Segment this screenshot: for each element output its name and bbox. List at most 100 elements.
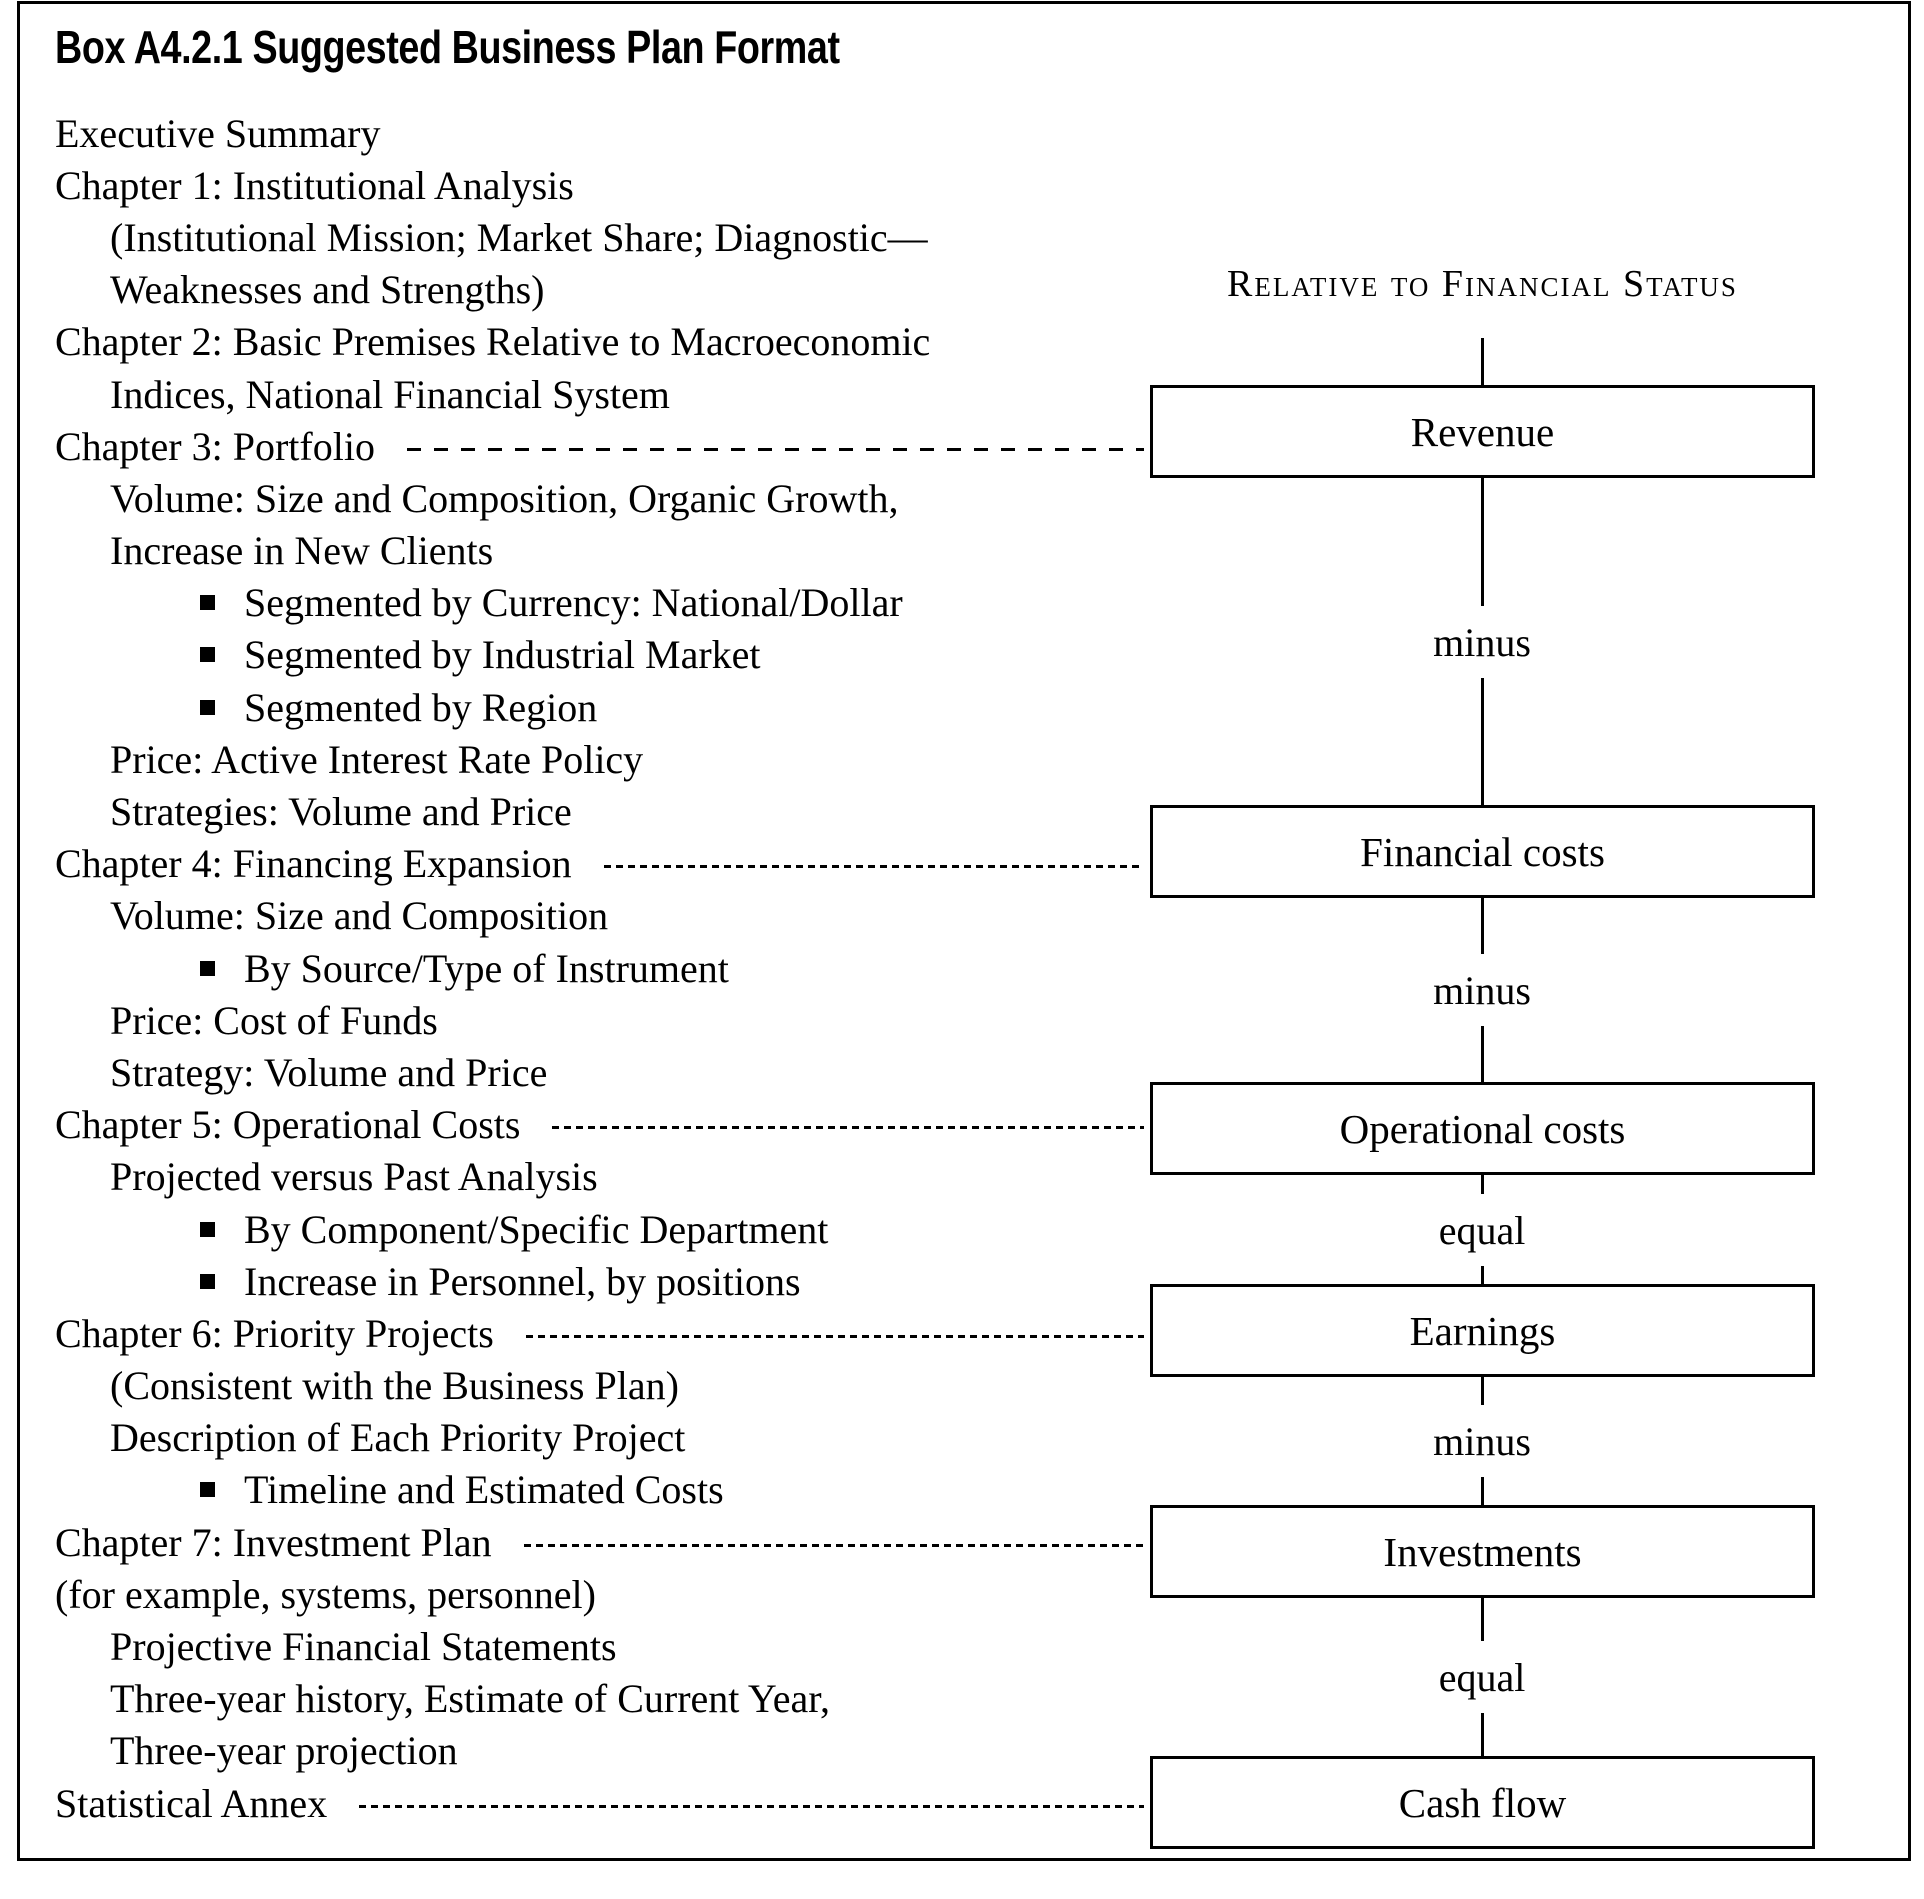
outline-text: Chapter 7: Investment Plan <box>55 1519 492 1565</box>
outline-text: Chapter 2: Basic Premises Relative to Ma… <box>55 319 931 365</box>
outline-text: Indices, National Financial System <box>110 371 670 417</box>
outline-line: (Consistent with the Business Plan) <box>55 1360 1150 1412</box>
outline-text: Description of Each Priority Project <box>110 1415 686 1461</box>
flow-node-label: Investments <box>1383 1528 1582 1575</box>
outline-text: Statistical Annex <box>55 1780 328 1826</box>
outline-text: Price: Active Interest Rate Policy <box>110 736 644 782</box>
outline-line: Chapter 6: Priority Projects <box>55 1307 1150 1359</box>
flow-connector-line <box>1481 898 1484 954</box>
connector-dotted-line <box>359 1804 1144 1808</box>
connector-dotted-line <box>552 1126 1144 1130</box>
outline-line: Timeline and Estimated Costs <box>55 1464 1150 1516</box>
outline-text: Increase in Personnel, by positions <box>244 1258 801 1304</box>
outline-text: Volume: Size and Composition, Organic Gr… <box>110 475 899 521</box>
operator-label: equal <box>1438 1207 1526 1253</box>
outline-line: Indices, National Financial System <box>55 368 1150 420</box>
outline-line: Price: Active Interest Rate Policy <box>55 733 1150 785</box>
bullet-square-icon <box>200 1273 215 1289</box>
flow-connector-line <box>1481 1477 1484 1505</box>
operator-label: minus <box>1433 1418 1531 1464</box>
outline-text: Three-year history, Estimate of Current … <box>110 1676 831 1722</box>
flow-node-earnings: Earnings <box>1150 1284 1815 1377</box>
operator-label: equal <box>1438 1654 1526 1700</box>
outline-text: (Consistent with the Business Plan) <box>110 1363 679 1409</box>
outline-line: Three-year projection <box>55 1725 1150 1777</box>
flow-connector-line <box>1481 1026 1484 1082</box>
connector-dashed-line <box>406 447 1144 451</box>
flow-node-financial-costs: Financial costs <box>1150 805 1815 898</box>
bullet-square-icon <box>200 647 215 663</box>
outline-text: (for example, systems, personnel) <box>55 1571 596 1617</box>
outline-text: Strategies: Volume and Price <box>110 789 572 835</box>
outline-line: By Source/Type of Instrument <box>55 942 1150 994</box>
figure-border <box>17 1 1911 1861</box>
outline-line: Chapter 3: Portfolio <box>55 420 1150 472</box>
outline-line: By Component/Specific Department <box>55 1203 1150 1255</box>
outline-text: Executive Summary <box>55 110 381 156</box>
bullet-square-icon <box>200 595 215 611</box>
outline-text: By Source/Type of Instrument <box>244 945 729 991</box>
outline-line: (Institutional Mission; Market Share; Di… <box>55 211 1150 263</box>
outline-line: Price: Cost of Funds <box>55 994 1150 1046</box>
outline-line: Executive Summary <box>55 107 1150 159</box>
box-title: Box A4.2.1 Suggested Business Plan Forma… <box>55 21 840 73</box>
bullet-square-icon <box>200 699 215 715</box>
operator-label: minus <box>1433 967 1531 1013</box>
flow-node-operational-costs: Operational costs <box>1150 1082 1815 1175</box>
outline-text: Projective Financial Statements <box>110 1624 617 1670</box>
outline-text: By Component/Specific Department <box>244 1206 829 1252</box>
outline-text: Projected versus Past Analysis <box>110 1154 598 1200</box>
flow-connector-line <box>1481 1266 1484 1284</box>
outline-text: Chapter 6: Priority Projects <box>55 1310 494 1356</box>
outline-text: Volume: Size and Composition <box>110 893 609 939</box>
outline-line: Projective Financial Statements <box>55 1620 1150 1672</box>
outline-line: Volume: Size and Composition, Organic Gr… <box>55 472 1150 524</box>
flow-node-revenue: Revenue <box>1150 385 1815 478</box>
outline-text: Increase in New Clients <box>110 528 494 574</box>
outline-text: Timeline and Estimated Costs <box>244 1467 724 1513</box>
flow-node-label: Operational costs <box>1339 1105 1626 1152</box>
flow-connector-line <box>1481 1175 1484 1194</box>
outline-line: Projected versus Past Analysis <box>55 1151 1150 1203</box>
operator-label: minus <box>1433 619 1531 665</box>
outline-line: (for example, systems, personnel) <box>55 1568 1150 1620</box>
flow-connector-line <box>1481 338 1484 385</box>
flow-node-investments: Investments <box>1150 1505 1815 1598</box>
outline-line: Segmented by Industrial Market <box>55 629 1150 681</box>
bullet-square-icon <box>200 1482 215 1498</box>
outline-text: Segmented by Industrial Market <box>244 632 761 678</box>
outline-line: Segmented by Currency: National/Dollar <box>55 577 1150 629</box>
connector-dotted-line <box>525 1334 1144 1338</box>
flow-connector-line <box>1481 1377 1484 1405</box>
outline-line: Description of Each Priority Project <box>55 1412 1150 1464</box>
outline-line: Volume: Size and Composition <box>55 890 1150 942</box>
outline-line: Three-year history, Estimate of Current … <box>55 1673 1150 1725</box>
outline-text: Segmented by Region <box>244 684 598 730</box>
outline-text: Price: Cost of Funds <box>110 997 438 1043</box>
connector-dotted-line <box>523 1543 1144 1547</box>
flow-node-label: Cash flow <box>1398 1779 1567 1826</box>
outline-text: Weaknesses and Strengths) <box>110 267 545 313</box>
outline-line: Chapter 4: Financing Expansion <box>55 838 1150 890</box>
bullet-square-icon <box>200 1221 215 1237</box>
outline-text: (Institutional Mission; Market Share; Di… <box>110 214 928 260</box>
bullet-square-icon <box>200 960 215 976</box>
outline-text: Chapter 3: Portfolio <box>55 423 375 469</box>
outline-text: Three-year projection <box>110 1728 458 1774</box>
outline-text: Chapter 1: Institutional Analysis <box>55 162 574 208</box>
outline-line: Strategies: Volume and Price <box>55 785 1150 837</box>
flow-connector-line <box>1481 678 1484 805</box>
flow-node-label: Revenue <box>1410 408 1555 455</box>
flow-connector-line <box>1481 1598 1484 1641</box>
outline-text: Strategy: Volume and Price <box>110 1049 548 1095</box>
flow-connector-line <box>1481 478 1484 606</box>
outline-line: Chapter 2: Basic Premises Relative to Ma… <box>55 316 1150 368</box>
outline-line: Segmented by Region <box>55 681 1150 733</box>
outline-line: Strategy: Volume and Price <box>55 1046 1150 1098</box>
outline-line: Chapter 5: Operational Costs <box>55 1099 1150 1151</box>
outline-line: Increase in Personnel, by positions <box>55 1255 1150 1307</box>
outline-text: Chapter 4: Financing Expansion <box>55 841 572 887</box>
diagram-title: Relative to Financial Status <box>1227 263 1738 305</box>
